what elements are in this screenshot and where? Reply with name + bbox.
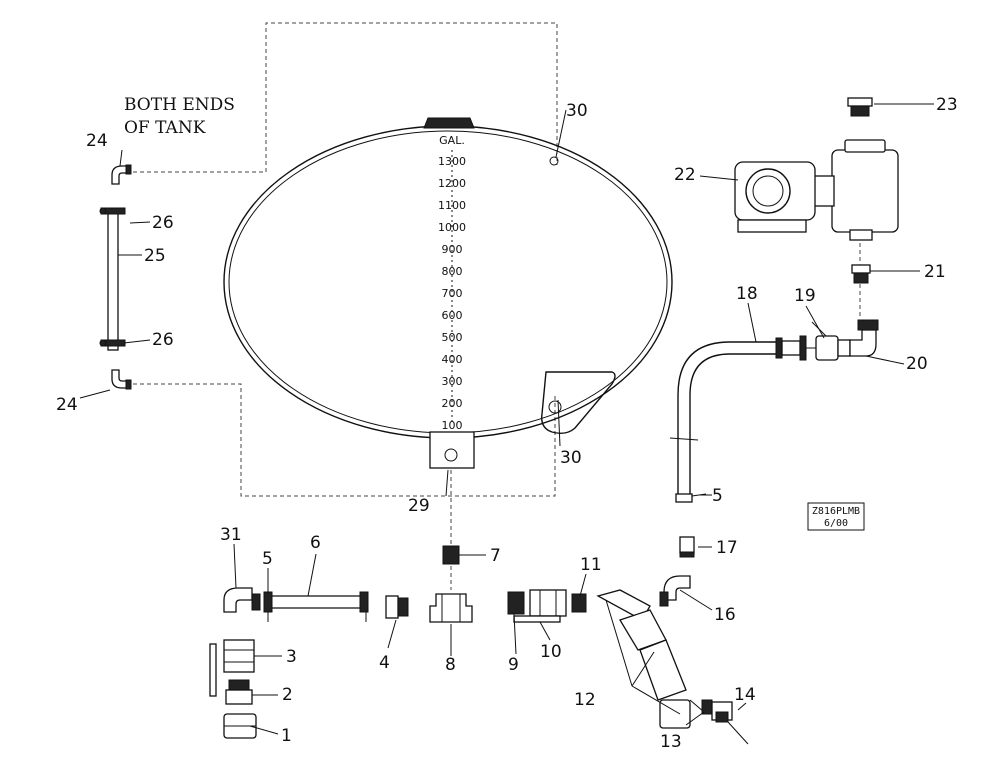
drawing-code-box: Z816PLMB 6/00 xyxy=(807,502,865,531)
gauge-mark: 800 xyxy=(442,265,463,278)
gauge-scale: 1300 1200 1100 1000 900 800 700 600 500 400 300 200… xyxy=(438,155,466,432)
tank-end-outline xyxy=(133,22,558,173)
note-line-2: OF TANK xyxy=(124,118,206,138)
drawing-code-line-1: Z816PLMB xyxy=(812,506,860,517)
top-port xyxy=(549,156,559,166)
callout-25: 25 xyxy=(144,246,166,266)
pump-nipple xyxy=(851,264,871,284)
gauge-mark: 600 xyxy=(442,309,463,322)
callout-29: 29 xyxy=(408,496,430,516)
gauge-mark: 300 xyxy=(442,375,463,388)
sight-tube xyxy=(99,207,126,351)
sump-port xyxy=(444,448,458,462)
gate-valve xyxy=(209,639,255,697)
leader-lines xyxy=(79,103,934,735)
callout-19: 19 xyxy=(794,286,816,306)
note-line-1: BOTH ENDS xyxy=(124,95,235,115)
callout-21: 21 xyxy=(924,262,946,282)
y-strainer xyxy=(596,589,705,729)
suction-pipe xyxy=(669,341,778,503)
side-port-plate xyxy=(541,371,616,435)
callouts: 1 2 3 4 5 5 6 7 8 9 10 11 12 13 14 16 17… xyxy=(56,95,958,752)
callout-12: 12 xyxy=(574,690,596,710)
sump xyxy=(429,431,475,469)
callout-20: 20 xyxy=(906,354,928,374)
callout-24-top: 24 xyxy=(86,131,108,151)
gauge-mark: 100 xyxy=(442,419,463,432)
callout-30-bottom: 30 xyxy=(560,448,582,468)
callout-5-right: 5 xyxy=(712,486,723,506)
callout-24-bottom: 24 xyxy=(56,395,78,415)
street-elbow xyxy=(223,587,261,613)
gauge-mark: 1300 xyxy=(438,155,466,168)
callout-10: 10 xyxy=(540,642,562,662)
gauge-mark: 500 xyxy=(442,331,463,344)
gauge-mark: 700 xyxy=(442,287,463,300)
plug-fitting xyxy=(679,536,695,558)
side-port xyxy=(548,400,562,414)
callout-23: 23 xyxy=(936,95,958,115)
pump-plug xyxy=(847,97,873,117)
callout-1: 1 xyxy=(281,726,292,746)
pump xyxy=(734,139,899,241)
ball-valve-flanged xyxy=(513,589,567,623)
elbow-fitting-top xyxy=(111,164,132,185)
elbow-fitting-bottom xyxy=(111,369,132,390)
callout-4: 4 xyxy=(379,653,390,673)
hose-adapter xyxy=(385,595,409,619)
hose-section xyxy=(263,591,369,622)
tee-fitting xyxy=(429,593,473,623)
drain-plug xyxy=(711,701,749,745)
callout-31: 31 xyxy=(220,525,242,545)
callout-26-bottom: 26 xyxy=(152,330,174,350)
gauge-mark: 1000 xyxy=(438,221,466,234)
callout-6: 6 xyxy=(310,533,321,553)
callout-16: 16 xyxy=(714,605,736,625)
hex-nipple-right xyxy=(571,593,587,613)
pipe-coupler xyxy=(775,335,818,361)
callout-18: 18 xyxy=(736,284,758,304)
drawing-code-line-2: 6/00 xyxy=(824,518,848,529)
ball-valve xyxy=(811,321,851,361)
cam-adapter xyxy=(225,679,253,705)
tank xyxy=(223,117,673,469)
callout-17: 17 xyxy=(716,538,738,558)
callout-8: 8 xyxy=(445,655,456,675)
dust-cap xyxy=(223,713,257,739)
callout-14: 14 xyxy=(734,685,756,705)
callout-26-top: 26 xyxy=(152,213,174,233)
tank-lid xyxy=(423,117,475,129)
gauge-unit: GAL. xyxy=(439,134,465,147)
hex-nipple xyxy=(507,591,525,615)
elbow-fitting-right xyxy=(849,319,879,357)
callout-2: 2 xyxy=(282,685,293,705)
callout-13: 13 xyxy=(660,732,682,752)
callout-9: 9 xyxy=(508,655,519,675)
close-nipple xyxy=(442,545,460,565)
gauge-mark: 400 xyxy=(442,353,463,366)
callout-22: 22 xyxy=(674,165,696,185)
callout-3: 3 xyxy=(286,647,297,667)
gauge-mark: 1200 xyxy=(438,177,466,190)
gauge-mark: 900 xyxy=(442,243,463,256)
callout-30-top: 30 xyxy=(566,101,588,121)
callout-11: 11 xyxy=(580,555,602,575)
gauge-mark: 200 xyxy=(442,397,463,410)
callout-5-left: 5 xyxy=(262,549,273,569)
elbow-fitting-small xyxy=(659,575,691,607)
gauge-mark: 1100 xyxy=(438,199,466,212)
tank-bottom-outline xyxy=(133,383,556,497)
callout-7: 7 xyxy=(490,546,501,566)
